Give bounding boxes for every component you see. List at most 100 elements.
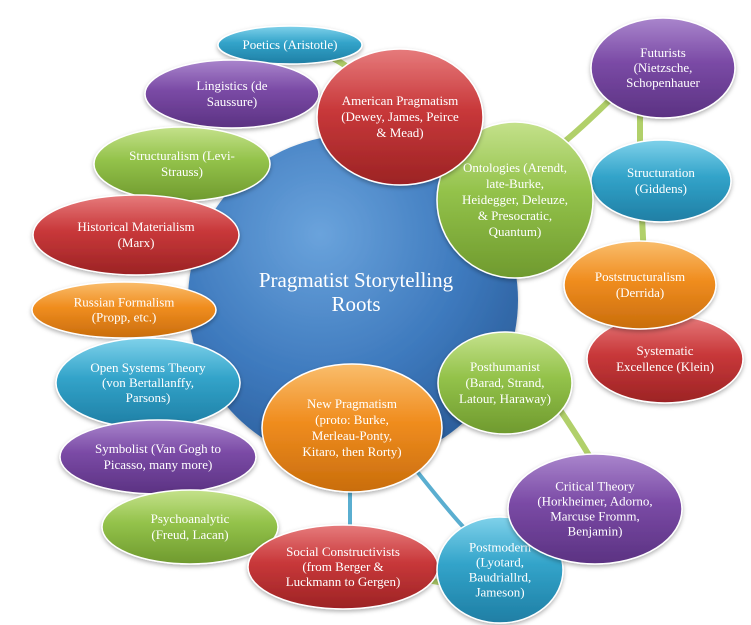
node-label-line: (Horkheimer, Adorno,	[537, 494, 652, 509]
node-label-line: & Presocratic,	[478, 208, 552, 223]
node-label-line: Latour, Haraway)	[459, 391, 551, 406]
node-bubble	[437, 331, 573, 435]
node-label-line: Saussure)	[207, 94, 258, 109]
node-label: Structuration(Giddens)	[627, 165, 695, 196]
node-label-line: (Propp, etc.)	[92, 310, 157, 325]
node-bubble	[563, 240, 717, 330]
node-label-line: Luckmann to Gergen)	[286, 574, 401, 589]
node-label-line: Futurists	[640, 45, 686, 60]
node-label-line: Russian Formalism	[74, 295, 175, 310]
node-label-line: Critical Theory	[555, 479, 635, 494]
node-label-line: American Pragmatism	[342, 93, 459, 108]
node-label-line: (Marx)	[118, 235, 155, 250]
node-bubble	[217, 25, 363, 65]
node-american-pragmatism: American Pragmatism(Dewey, James, Peirce…	[316, 48, 484, 186]
node-label: Russian Formalism(Propp, etc.)	[74, 295, 175, 325]
node-label-line: (Nietzsche,	[634, 60, 693, 75]
node-label-line: Kitaro, then Rorty)	[302, 444, 401, 459]
node-label-line: Marcuse Fromm,	[550, 509, 640, 524]
node-label-line: (Lyotard,	[476, 555, 524, 570]
node-label-line: (Derrida)	[616, 285, 664, 300]
node-label-line: & Mead)	[376, 125, 423, 140]
node-label: American Pragmatism(Dewey, James, Peirce…	[341, 93, 459, 140]
node-russian-formalism: Russian Formalism(Propp, etc.)	[31, 281, 217, 339]
node-label-line: (von Bertallanffy,	[102, 375, 194, 390]
node-label-line: Heidegger, Deleuze,	[462, 192, 568, 207]
node-label-line: (Giddens)	[635, 181, 687, 196]
node-label: Futurists(Nietzsche,Schopenhauer	[626, 45, 700, 90]
node-label-line: (Barad, Strand,	[465, 375, 544, 390]
node-label-line: Quantum)	[489, 224, 542, 239]
node-label-line: Excellence (Klein)	[616, 359, 714, 374]
node-label-line: Ontologies (Arendt,	[463, 160, 567, 175]
node-ontologies: Ontologies (Arendt,late-Burke,Heidegger,…	[436, 121, 594, 279]
node-bubble	[507, 453, 683, 565]
node-label-line: (from Berger &	[302, 559, 383, 574]
node-label: Open Systems Theory(von Bertallanffy,Par…	[90, 360, 206, 405]
node-label-line: Posthumanist	[470, 359, 540, 374]
node-critical-theory: Critical Theory(Horkheimer, Adorno,Marcu…	[507, 453, 683, 565]
node-label: Structuralism (Levi-Strauss)	[129, 148, 235, 179]
node-label: New Pragmatism(proto: Burke,Merleau-Pont…	[302, 396, 401, 459]
node-label: Ontologies (Arendt,late-Burke,Heidegger,…	[462, 160, 568, 239]
node-label-line: Poststructuralism	[595, 269, 685, 284]
node-label-line: Benjamin)	[568, 524, 623, 539]
node-poetics: Poetics (Aristotle)	[217, 25, 363, 65]
node-bubble	[261, 363, 443, 493]
node-open-systems: Open Systems Theory(von Bertallanffy,Par…	[55, 337, 241, 429]
node-label-line: (Freud, Lacan)	[151, 527, 228, 542]
node-label-line: Historical Materialism	[77, 219, 194, 234]
node-bubble	[590, 17, 736, 119]
node-label-line: Symbolist (Van Gogh to	[95, 441, 221, 456]
node-label-line: Poetics (Aristotle)	[243, 37, 338, 52]
node-psychoanalytic: Psychoanalytic(Freud, Lacan)	[101, 489, 279, 565]
node-social-constructivists: Social Constructivists(from Berger &Luck…	[247, 524, 439, 610]
node-label-line: Picasso, many more)	[104, 457, 213, 472]
node-historical-materialism: Historical Materialism(Marx)	[32, 194, 240, 276]
center-title-line: Pragmatist Storytelling	[259, 268, 454, 292]
node-bubble	[32, 194, 240, 276]
node-bubble	[101, 489, 279, 565]
node-label-line: Baudriallrd,	[469, 570, 531, 585]
node-bubble	[144, 59, 320, 129]
node-new-pragmatism: New Pragmatism(proto: Burke,Merleau-Pont…	[261, 363, 443, 493]
node-bubble	[436, 121, 594, 279]
node-label-line: (Dewey, James, Peirce	[341, 109, 459, 124]
node-bubble	[31, 281, 217, 339]
node-label-line: Structuralism (Levi-	[129, 148, 235, 163]
node-label-line: Psychoanalytic	[151, 511, 230, 526]
node-label: Posthumanist(Barad, Strand,Latour, Haraw…	[459, 359, 551, 406]
node-label-line: Open Systems Theory	[90, 360, 206, 375]
node-label-line: Social Constructivists	[286, 544, 400, 559]
node-label-line: (proto: Burke,	[315, 412, 389, 427]
node-label-line: Systematic	[636, 343, 693, 358]
node-bubble	[316, 48, 484, 186]
node-poststructuralism: Poststructuralism(Derrida)	[563, 240, 717, 330]
node-posthumanist: Posthumanist(Barad, Strand,Latour, Haraw…	[437, 331, 573, 435]
node-label-line: late-Burke,	[486, 176, 544, 191]
node-label: Poststructuralism(Derrida)	[595, 269, 685, 300]
node-label-line: Schopenhauer	[626, 75, 700, 90]
node-label-line: Merleau-Ponty,	[312, 428, 392, 443]
node-label-line: Postmodern	[469, 540, 532, 555]
node-label: Critical Theory(Horkheimer, Adorno,Marcu…	[537, 479, 652, 539]
center-title-line: Roots	[331, 292, 380, 316]
node-label-line: Lingistics (de	[196, 78, 267, 93]
node-label: Historical Materialism(Marx)	[77, 219, 194, 250]
node-label-line: Strauss)	[161, 164, 203, 179]
node-label: Poetics (Aristotle)	[243, 37, 338, 52]
node-label-line: Parsons)	[126, 390, 171, 405]
node-label: Psychoanalytic(Freud, Lacan)	[151, 511, 230, 542]
node-label: Social Constructivists(from Berger &Luck…	[286, 544, 401, 589]
node-label-line: Jameson)	[475, 585, 524, 600]
node-futurists: Futurists(Nietzsche,Schopenhauer	[590, 17, 736, 119]
node-structuralism: Structuralism (Levi-Strauss)	[93, 126, 271, 202]
